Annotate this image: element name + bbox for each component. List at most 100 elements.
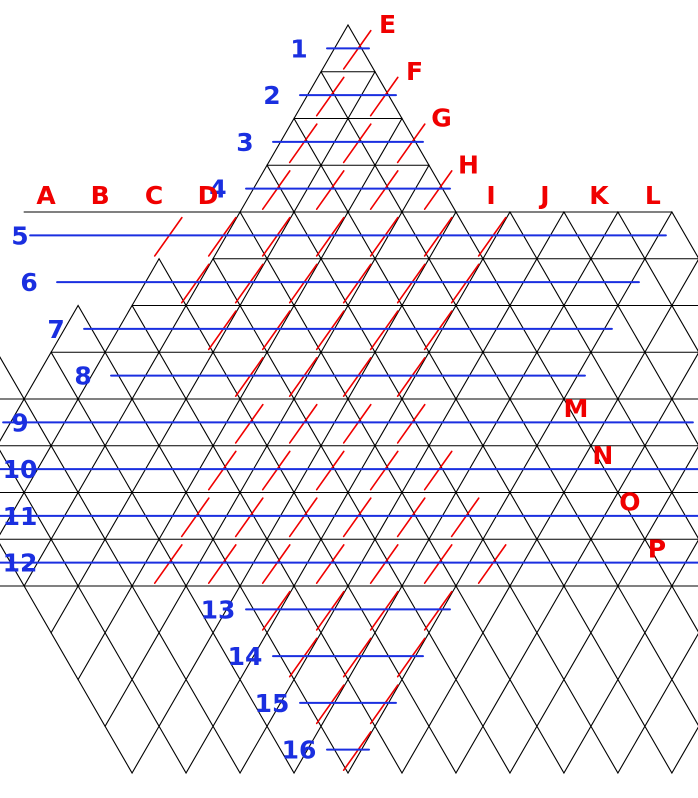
grid-triangle (320, 725, 376, 775)
row-label-5: 5 (11, 221, 28, 250)
grid-triangle (158, 725, 214, 775)
diagonal-segment (153, 216, 183, 257)
diagonal-segment (180, 263, 210, 304)
grid-triangle (644, 725, 698, 775)
diagonal-segment (342, 123, 372, 164)
diagonal-segment (234, 357, 264, 397)
row-label-6: 6 (20, 268, 37, 297)
diag-label-I: I (486, 181, 495, 210)
diagonal-segment (315, 450, 345, 491)
row-label-7: 7 (47, 315, 64, 344)
diagonal-segment (450, 263, 480, 304)
diagonal-segment (315, 544, 345, 585)
diagonal-segment (315, 310, 345, 351)
diagonal-segment (207, 216, 237, 257)
grid-triangle (536, 632, 592, 681)
diagonal-segment (261, 310, 291, 351)
diagonal-segment (261, 450, 291, 491)
diagonal-segment (396, 123, 426, 164)
diagonal-segment (369, 216, 399, 257)
grid-triangle (590, 725, 646, 775)
grid-triangle (50, 632, 106, 681)
grid-triangle (590, 632, 646, 681)
diagonal-segment (261, 216, 291, 257)
diagonal-segment (369, 544, 399, 585)
diagonal-segment (369, 310, 399, 351)
diagonal-segment (261, 544, 291, 585)
diag-label-A: A (36, 181, 56, 210)
row-label-8: 8 (74, 362, 91, 391)
diagonal-segment (342, 357, 372, 397)
grid-triangle (644, 304, 698, 353)
grid-triangle (563, 679, 619, 728)
diagonal-segment (288, 123, 318, 164)
grid-triangle (374, 725, 430, 775)
diagonal-lines (153, 29, 507, 772)
diag-label-N: N (592, 441, 613, 470)
grid-triangle (77, 585, 133, 634)
diagonal-segment (288, 637, 318, 678)
diagonal-segment (396, 497, 426, 538)
grid-triangle (0, 356, 26, 400)
diagonal-segment (180, 497, 210, 538)
grid-triangle (455, 585, 511, 634)
grid-triangle (428, 725, 484, 775)
row-label-13: 13 (201, 595, 236, 624)
diag-label-B: B (91, 181, 110, 210)
diagonal-segment (261, 170, 291, 210)
triangle-grid (0, 23, 698, 775)
diagonal-segment (342, 497, 372, 538)
diagonal-segment (423, 216, 453, 257)
grid-triangle (401, 679, 457, 728)
grid-triangle (617, 585, 673, 634)
row-label-14: 14 (228, 642, 263, 671)
diag-label-H: H (458, 150, 479, 179)
diagonal-segment (342, 731, 372, 772)
grid-triangle (104, 632, 160, 681)
diagonal-segment (342, 403, 372, 444)
grid-triangle (509, 585, 565, 634)
grid-triangle (212, 725, 268, 775)
diagonal-segment (234, 403, 264, 444)
grid-triangle (23, 585, 79, 634)
grid-triangle (158, 632, 214, 681)
grid-triangle (23, 351, 80, 400)
diagonal-segment (369, 450, 399, 491)
diag-label-C: C (145, 181, 163, 210)
grid-triangle (428, 632, 484, 681)
grid-triangle (104, 725, 160, 775)
diagonal-segment (477, 544, 507, 585)
diagonal-segment (288, 357, 318, 397)
grid-triangle (509, 679, 565, 728)
diag-label-F: F (406, 57, 423, 86)
grid-triangle (455, 679, 511, 728)
diagonal-segment (369, 684, 399, 725)
grid-triangle (77, 679, 133, 728)
row-label-3: 3 (236, 128, 253, 157)
row-label-12: 12 (3, 549, 38, 578)
grid-triangle (671, 259, 698, 307)
diag-label-K: K (589, 181, 610, 210)
diagonal-segment (207, 310, 237, 351)
diagonal-segment (396, 637, 426, 678)
grid-triangle (536, 725, 592, 775)
grid-triangle (644, 632, 698, 681)
diag-label-J: J (538, 181, 549, 210)
diagonal-segment (396, 403, 426, 444)
diag-label-M: M (563, 394, 588, 423)
diagonal-segment (234, 497, 264, 538)
row-label-11: 11 (3, 502, 38, 531)
diagonal-segment (315, 590, 345, 631)
diagonal-segment (207, 450, 237, 491)
diagonal-segment (315, 76, 345, 117)
diagonal-segment (423, 544, 453, 585)
diagonal-segment (288, 403, 318, 444)
diagonal-segment (369, 170, 399, 210)
diagonal-segment (396, 263, 426, 304)
row-label-15: 15 (255, 689, 290, 718)
diagonal-segment (369, 76, 399, 117)
diagonal-segment (234, 263, 264, 304)
grid-triangle (563, 585, 619, 634)
